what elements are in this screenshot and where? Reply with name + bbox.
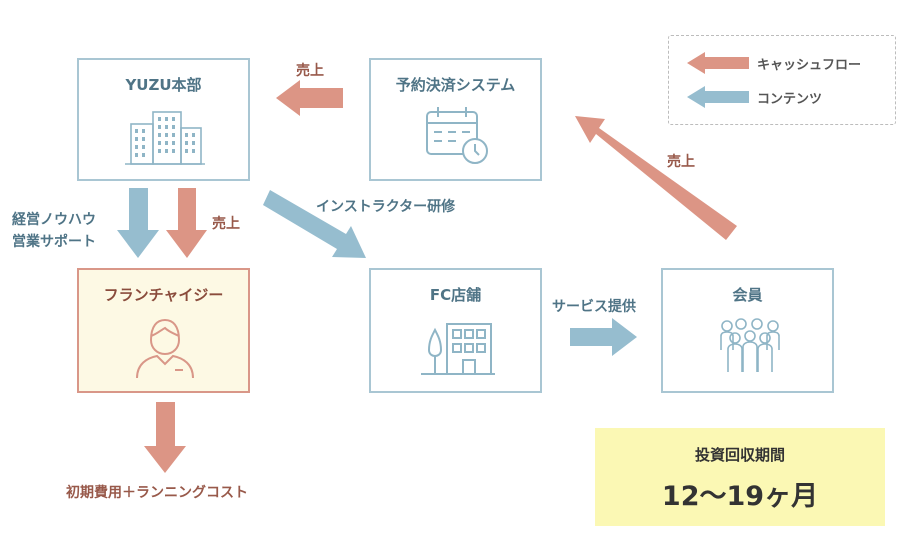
- store-building-icon: [421, 323, 495, 375]
- arrow-franchisee-costs: [144, 402, 186, 473]
- legend-blue-arrow-icon: [687, 86, 749, 108]
- person-icon: [136, 318, 194, 379]
- franchisee-title: フランチャイジー: [103, 286, 224, 304]
- legend-contents-label: コンテンツ: [757, 92, 823, 107]
- node-headquarters: YUZU本部: [77, 58, 250, 181]
- arrow-store-to-members: [570, 318, 637, 356]
- arrow-hq-to-store: [263, 190, 366, 258]
- calendar-clock-icon: [426, 107, 488, 164]
- legend-cash-flow-label: キャッシュフロー: [757, 58, 862, 73]
- payback-period-value: 12〜19ヶ月: [661, 481, 819, 512]
- arrow-hq-to-franchisee-content: [117, 188, 159, 258]
- node-reservation-system: 予約決済システム: [369, 58, 542, 181]
- label-members-to-reservation: 売上: [667, 154, 695, 170]
- payback-period-box: 投資回収期間 12〜19ヶ月: [595, 428, 885, 526]
- reservation-system-title: 予約決済システム: [395, 76, 516, 94]
- group-icon: [720, 318, 780, 372]
- legend-cash-flow: キャッシュフロー: [685, 52, 885, 74]
- members-title: 会員: [732, 286, 763, 304]
- legend-red-arrow-icon: [687, 52, 749, 74]
- fc-store-title: FC店舗: [429, 286, 482, 304]
- arrow-members-to-reservation: [575, 116, 737, 240]
- node-franchisee: フランチャイジー: [77, 268, 250, 393]
- legend: キャッシュフロー コンテンツ: [668, 35, 896, 125]
- label-hq-to-store: インストラクター研修: [316, 199, 456, 215]
- building-icon: [125, 111, 205, 165]
- arrow-reservation-to-hq: [276, 80, 343, 116]
- label-reservation-to-hq: 売上: [296, 63, 324, 79]
- label-franchisee-to-hq: 売上: [212, 216, 240, 232]
- node-fc-store: FC店舗: [369, 268, 542, 393]
- legend-contents: コンテンツ: [685, 86, 885, 108]
- node-members: 会員: [661, 268, 834, 393]
- label-hq-to-franchisee: 経営ノウハウ 営業サポート: [12, 212, 96, 250]
- headquarters-title: YUZU本部: [125, 76, 202, 94]
- label-store-to-members: サービス提供: [552, 299, 636, 315]
- payback-period-label: 投資回収期間: [694, 446, 785, 464]
- arrow-franchisee-to-hq: [166, 188, 207, 258]
- label-franchisee-costs: 初期費用＋ランニングコスト: [66, 485, 248, 501]
